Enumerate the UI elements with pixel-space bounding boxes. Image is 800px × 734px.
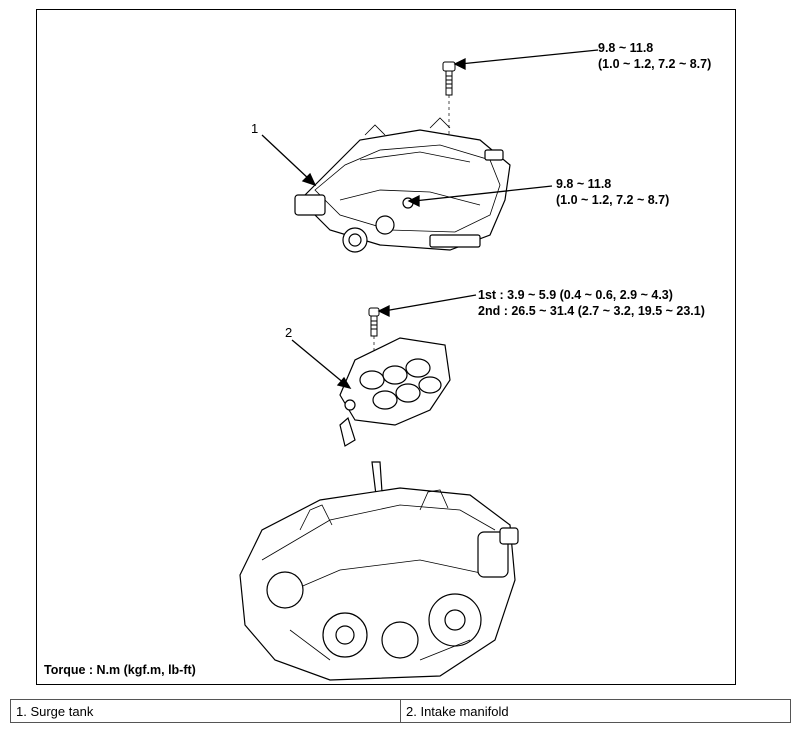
callout-surge-tank: 1 [251, 121, 259, 136]
diagram-frame [36, 9, 736, 685]
engine-block [239, 461, 519, 681]
surge-tank-bolt [442, 61, 456, 140]
intake-manifold-bolt [368, 307, 380, 362]
torque-units-note: Torque : N.m (kgf.m, lb-ft) [44, 663, 196, 677]
legend-item-intake-manifold: 2. Intake manifold [400, 699, 791, 723]
legend-item-surge-tank: 1. Surge tank [10, 699, 401, 723]
torque-label-manifold-bolt: 1st : 3.9 ~ 5.9 (0.4 ~ 0.6, 2.9 ~ 4.3) 2… [478, 288, 705, 318]
torque-label-top-bolt: 9.8 ~ 11.8 (1.0 ~ 1.2, 7.2 ~ 8.7) [598, 41, 712, 71]
intake-manifold [339, 337, 451, 447]
torque-label-surge-tank-bolt: 9.8 ~ 11.8 (1.0 ~ 1.2, 7.2 ~ 8.7) [556, 177, 670, 207]
surge-tank [294, 117, 511, 253]
callout-intake-manifold: 2 [285, 325, 293, 340]
leader-lines [261, 49, 599, 390]
legend-row: 1. Surge tank 2. Intake manifold [10, 699, 791, 723]
parts-legend-table: 1. Surge tank 2. Intake manifold [10, 699, 791, 723]
